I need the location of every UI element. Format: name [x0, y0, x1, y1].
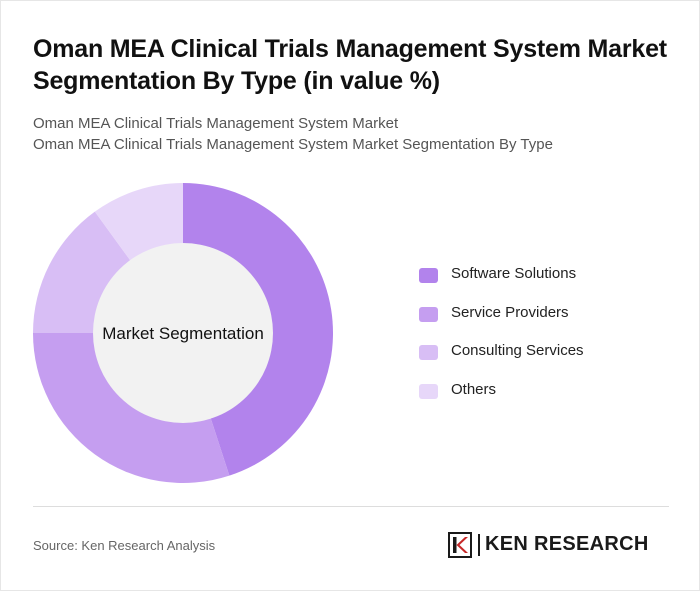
legend-label: Service Providers	[451, 303, 569, 321]
logo-text: KEN RESEARCH	[485, 533, 649, 555]
footer-divider	[33, 506, 669, 507]
legend-swatch	[419, 383, 438, 399]
legend-label: Software Solutions	[451, 265, 577, 282]
chart-title: Oman MEA Clinical Trials Management Syst…	[33, 35, 667, 95]
source-note: Source: Ken Research Analysis	[33, 538, 216, 553]
donut-center-label: Market Segmentation	[102, 324, 264, 343]
legend-label: Consulting Services	[451, 342, 584, 359]
legend-swatch	[419, 268, 438, 283]
donut-chart: Market Segmentation	[33, 183, 334, 484]
legend-swatch	[419, 345, 438, 360]
ken-research-logo-icon	[448, 532, 472, 558]
chart-subtitle-segmentation: Oman MEA Clinical Trials Management Syst…	[33, 136, 553, 153]
logo-separator	[478, 534, 480, 556]
chart-subtitle-market: Oman MEA Clinical Trials Management Syst…	[33, 115, 399, 132]
ken-research-logo: KEN RESEARCH	[448, 532, 670, 558]
legend-swatch	[419, 306, 438, 322]
legend-label: Others	[451, 380, 497, 398]
donut-hole	[93, 243, 273, 423]
